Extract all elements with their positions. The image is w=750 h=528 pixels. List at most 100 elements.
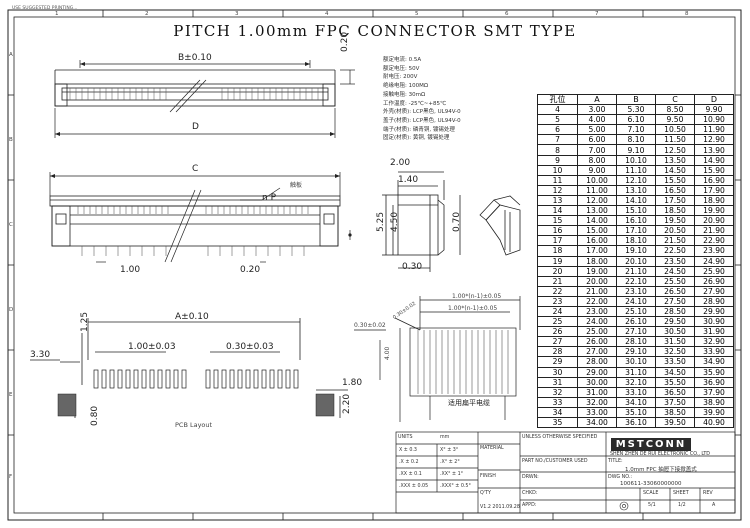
table-cell: 12.50 bbox=[655, 144, 695, 156]
table-cell: 17.00 bbox=[577, 245, 617, 257]
table-cell: 6.00 bbox=[577, 134, 617, 146]
table-cell: 27.10 bbox=[616, 326, 656, 338]
dim-d: D bbox=[192, 122, 199, 132]
table-cell: 27 bbox=[537, 336, 578, 348]
table-cell: 31 bbox=[537, 376, 578, 388]
table-cell: 13.10 bbox=[616, 184, 656, 196]
table-cell: 14.50 bbox=[655, 164, 695, 176]
table-cell: 21 bbox=[537, 275, 578, 287]
table-cell: 12.90 bbox=[694, 134, 734, 146]
dim-080: 0.80 bbox=[90, 405, 100, 426]
fpc-dim-1: 1.00*(n-1)±0.05 bbox=[452, 293, 502, 300]
table-cell: 24 bbox=[537, 305, 578, 318]
table-cell: 11.90 bbox=[694, 124, 734, 136]
table-cell: 23 bbox=[537, 295, 578, 307]
col-mark-3: 3 bbox=[235, 11, 239, 17]
table-cell: 8.00 bbox=[577, 154, 617, 166]
table-cell: 39.90 bbox=[694, 406, 734, 419]
scale-label: SCALE bbox=[643, 491, 659, 496]
ang-row-1: X° ± 3° bbox=[440, 448, 459, 453]
table-cell: 34.10 bbox=[616, 396, 656, 408]
spec-note: 盖子(材质): LCP黑色, UL94V-0 bbox=[383, 117, 461, 124]
table-cell: 18.50 bbox=[655, 205, 695, 217]
table-cell: 31.00 bbox=[577, 386, 617, 398]
table-cell: 34.90 bbox=[694, 356, 734, 368]
tol-row-1: X ± 0.3 bbox=[399, 448, 417, 453]
dim-125: 1.25 bbox=[80, 311, 90, 332]
pin-note: 触板 bbox=[290, 182, 303, 189]
table-cell: 23.50 bbox=[655, 255, 695, 267]
dwg-value: 100611-33060000000 bbox=[620, 481, 682, 487]
table-header-cell: B bbox=[616, 93, 656, 106]
dim-side-525: 5.25 bbox=[376, 211, 386, 232]
table-cell: 16.10 bbox=[616, 215, 656, 227]
table-cell: 21.50 bbox=[655, 235, 695, 247]
table-cell: 38.90 bbox=[694, 396, 734, 408]
table-cell: 30 bbox=[537, 366, 578, 378]
checked-label: CHKD: bbox=[522, 491, 538, 496]
table-cell: 8 bbox=[537, 144, 578, 156]
table-cell: 4.00 bbox=[577, 114, 617, 126]
table-cell: 27.90 bbox=[694, 285, 734, 297]
fpc-dim-2: 1.00*(n-1)±0.05 bbox=[448, 305, 498, 312]
table-cell: 17 bbox=[537, 235, 578, 247]
version-date: V1.2 2011.09.28 bbox=[480, 505, 520, 510]
table-cell: 30.50 bbox=[655, 326, 695, 338]
title-block-grid bbox=[395, 431, 736, 514]
table-cell: 33.50 bbox=[655, 356, 695, 368]
table-cell: 35 bbox=[537, 416, 578, 429]
table-cell: 22.10 bbox=[616, 275, 656, 287]
table-cell: 20.00 bbox=[577, 275, 617, 287]
dim-side-450: 4.50 bbox=[390, 211, 400, 232]
table-cell: 9.10 bbox=[616, 144, 656, 156]
table-cell: 22.50 bbox=[655, 245, 695, 257]
table-cell: 28.10 bbox=[616, 336, 656, 348]
table-cell: 34.00 bbox=[577, 416, 617, 429]
dim-c: C bbox=[192, 164, 199, 174]
table-cell: 5.30 bbox=[616, 104, 656, 116]
table-cell: 20.90 bbox=[694, 215, 734, 227]
table-cell: 19.90 bbox=[694, 205, 734, 217]
pcb-pads bbox=[93, 369, 299, 389]
table-cell: 15.50 bbox=[655, 174, 695, 186]
spec-notes: 额定电流: 0.5A 额定电压: 50V 耐电压: 200V 绝缘电阻: 100… bbox=[383, 56, 461, 143]
table-cell: 20.50 bbox=[655, 225, 695, 237]
table-cell: 25.00 bbox=[577, 326, 617, 338]
table-cell: 12.10 bbox=[616, 174, 656, 186]
header-fine-print: USE SUGGESTED PRINTING... bbox=[12, 6, 78, 11]
table-cell: 21.10 bbox=[616, 265, 656, 277]
table-cell: 28 bbox=[537, 346, 578, 358]
table-cell: 34 bbox=[537, 406, 578, 419]
table-cell: 20 bbox=[537, 265, 578, 277]
col-mark-4: 4 bbox=[325, 11, 329, 17]
table-cell: 13.50 bbox=[655, 154, 695, 166]
drawing-title: PITCH 1.00mm FPC CONNECTOR SMT TYPE bbox=[173, 22, 577, 40]
table-cell: 5.00 bbox=[577, 124, 617, 136]
table-cell: 25.10 bbox=[616, 305, 656, 318]
table-cell: 10.10 bbox=[616, 154, 656, 166]
pcb-mount-pad-right bbox=[315, 393, 335, 417]
table-cell: 10.50 bbox=[655, 124, 695, 136]
table-header-cell: 孔位 bbox=[537, 93, 578, 106]
spec-note: 额定电流: 0.5A bbox=[383, 57, 422, 63]
row-mark-f: F bbox=[9, 474, 13, 480]
side-view bbox=[382, 171, 461, 272]
table-cell: 17.50 bbox=[655, 194, 695, 207]
tol-row-4: .XXX ± 0.05 bbox=[399, 484, 429, 489]
table-cell: 29 bbox=[537, 356, 578, 368]
sheet-label: SHEET bbox=[673, 491, 689, 496]
table-cell: 21.00 bbox=[577, 285, 617, 297]
dim-180: 1.80 bbox=[342, 378, 363, 388]
row-mark-c: C bbox=[9, 222, 13, 228]
